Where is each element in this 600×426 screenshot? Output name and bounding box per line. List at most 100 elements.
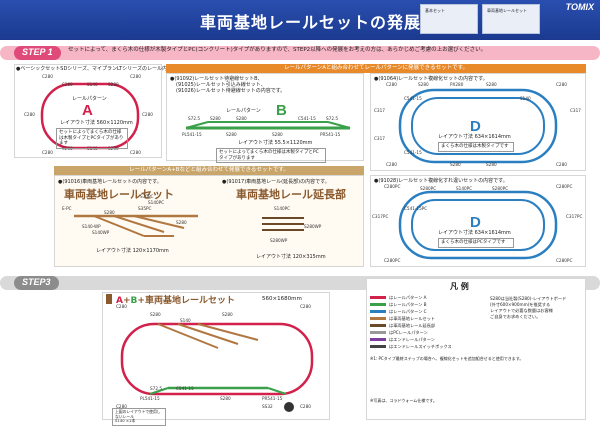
panel-c-left-desc: ●(91016)車両基地レールセットの内容です。 bbox=[58, 179, 162, 185]
label-c-1: S280 bbox=[104, 210, 115, 215]
legend-footnote-2: ※写真は、コラドウォーム仕様です。 bbox=[370, 398, 437, 403]
pattern-d1-size: レイアウト寸法 634×1614mm bbox=[438, 134, 511, 140]
pattern-d1-letter: D bbox=[470, 118, 481, 135]
panel-b-desc-2: (91025)レールセット引込み線セット、 bbox=[176, 82, 266, 88]
label-d2-0: C280PC bbox=[384, 184, 401, 189]
tomix-logo: TOMIX bbox=[565, 2, 594, 12]
label-d1-4: C280 bbox=[556, 82, 567, 87]
label-d1-2: PX280 bbox=[450, 82, 464, 87]
label-b-2: S280 bbox=[236, 116, 247, 121]
label-c-6: S35PC bbox=[138, 206, 152, 211]
label-s3-5: C280 bbox=[116, 404, 127, 409]
pattern-a-size: レイアウト寸法 560×1120mm bbox=[60, 120, 133, 126]
pattern-a-note: セットによってまくら木の仕様は木製タイプとPCタイプがあります bbox=[56, 128, 128, 149]
rail-pattern-d1-diagram bbox=[398, 88, 558, 164]
pattern-d2-note: まくら木の仕様はPCタイプです bbox=[438, 238, 514, 248]
rail-pattern-b-diagram bbox=[185, 121, 351, 130]
label-d1-3: S280 bbox=[486, 82, 497, 87]
pattern-b-label: レールパターン bbox=[226, 108, 261, 114]
label-b-5: PL541-15 bbox=[182, 132, 202, 137]
label-d1-13: S280 bbox=[450, 162, 461, 167]
label-s3-6: S72.5 bbox=[150, 386, 162, 391]
label-a-9: S140 bbox=[87, 146, 98, 151]
depot-ext-size: レイアウト寸法 120×315mm bbox=[256, 254, 326, 260]
legend-panel bbox=[366, 278, 586, 420]
label-c-r0: S140PC bbox=[274, 206, 291, 211]
label-a-11: C280 bbox=[130, 150, 141, 155]
page-title: 車両基地レールセットの発展例 bbox=[200, 13, 439, 32]
step3-layout-diagram bbox=[120, 322, 314, 396]
label-b-6: S280 bbox=[226, 132, 237, 137]
label-d1-1: S280 bbox=[418, 82, 429, 87]
label-s3-11: C280 bbox=[300, 404, 311, 409]
legend-row-c: はレールパターン C bbox=[370, 308, 490, 315]
label-s3-8: PL541-15 bbox=[140, 396, 160, 401]
label-b-1: S280 bbox=[210, 116, 221, 121]
panel-combo-caption: レールパターンAと組み合わせてレールパターンに発展できるセットです。 bbox=[166, 64, 586, 73]
label-d1-0: C280 bbox=[386, 82, 397, 87]
step3-tag: STEP3 bbox=[14, 276, 59, 290]
label-d2-3: S280PC bbox=[492, 186, 509, 191]
legend-row-pc: はPCレールパターン bbox=[370, 329, 490, 336]
step3-size: 560×1680mm bbox=[262, 296, 302, 302]
label-b-4: S72.5 bbox=[326, 116, 338, 121]
label-c-3: S140WP bbox=[92, 230, 110, 235]
label-d2-1: S280PC bbox=[420, 186, 437, 191]
pattern-d2-size: レイアウト寸法 634×1614mm bbox=[438, 230, 511, 236]
depot-diagram bbox=[74, 214, 198, 237]
switch-box-icon bbox=[284, 402, 294, 412]
legend-footnote-1: ※1: PCタイプ最終ステップの場合へ、複線化セットを追加組合せると使用できます… bbox=[370, 356, 524, 361]
label-d2-6: C541-15PC bbox=[404, 206, 428, 211]
label-s3-0: C280 bbox=[116, 304, 127, 309]
legend-row-a: はレールパターン A bbox=[370, 294, 490, 301]
label-a-6: C280 bbox=[142, 112, 153, 117]
pattern-d1-note: まくら木の仕様は木製タイプです bbox=[438, 142, 514, 152]
label-a-10: S280 bbox=[108, 146, 119, 151]
label-a-0: C280 bbox=[42, 74, 53, 79]
product-box-basic: 基本セット bbox=[420, 4, 478, 34]
label-d1-9: C280 bbox=[386, 162, 397, 167]
label-d1-11: C541-15 bbox=[404, 150, 422, 155]
label-a-3: S280 bbox=[108, 82, 119, 87]
label-s3-2: S140 bbox=[180, 318, 191, 323]
label-a-2: S140 bbox=[87, 82, 98, 87]
pattern-b-letter: B bbox=[276, 102, 287, 119]
panel-d1-desc: ●(91064)レールセット複線化セットの内容です。 bbox=[374, 76, 488, 82]
label-d1-5: C317 bbox=[374, 108, 385, 113]
panel-d2-desc: ●(91028)レールセット複線化すれ違いセットの内容です。 bbox=[374, 178, 508, 184]
pattern-a-letter: A bbox=[82, 102, 93, 119]
panel-a-desc: ●ベーシックセットSDシリーズ、マイプランLTシリーズのレール内容です。 bbox=[16, 66, 187, 72]
pattern-a-label: レールパターン bbox=[72, 96, 107, 102]
label-d1-12: C317 bbox=[374, 136, 385, 141]
depot-ext-diagram bbox=[262, 217, 304, 231]
label-c-4: S70PC bbox=[140, 194, 154, 199]
legend-row-ext: は車両基地レール延長部 bbox=[370, 322, 490, 329]
pattern-b-size: レイアウト寸法 55.5×1120mm bbox=[238, 140, 313, 146]
step1-intro: セットによって、まくら木の仕様が木製タイプとPC(コンクリート)タイプがあります… bbox=[68, 47, 487, 53]
label-s3-3: S280 bbox=[222, 312, 233, 317]
label-b-7: S280 bbox=[272, 132, 283, 137]
depot-ext-title: 車両基地レール延長部 bbox=[236, 188, 346, 201]
label-c-7: S280 bbox=[176, 220, 187, 225]
label-c-5: S140PC bbox=[148, 200, 165, 205]
label-s3-7: C541-15 bbox=[176, 386, 194, 391]
label-b-8: PR541-15 bbox=[320, 132, 341, 137]
legend-title: 凡 例 bbox=[450, 282, 469, 291]
label-b-0: S72.5 bbox=[188, 116, 200, 121]
panel-c-right-desc: ●(91017)車両基地レール(延長部)の内容です。 bbox=[222, 179, 330, 185]
panel-b-desc-1: ●(91092)レールセット待避線セットB、 bbox=[170, 76, 263, 82]
label-s3-10: PR541-15 bbox=[262, 396, 283, 401]
label-c-r2: S280WP bbox=[270, 238, 288, 243]
label-d2-9: C280PC bbox=[556, 258, 573, 263]
label-a-8: S280 bbox=[62, 146, 73, 151]
depot-set-size: レイアウト寸法 120×1170mm bbox=[96, 248, 169, 254]
label-a-1: S280 bbox=[62, 82, 73, 87]
label-d2-8: C280PC bbox=[384, 258, 401, 263]
product-box-depot: 車両基地レールセット bbox=[482, 4, 540, 34]
step3-title-marker bbox=[106, 294, 112, 304]
panel-d2 bbox=[370, 175, 586, 267]
depot-set-title: 車両基地レールセット bbox=[64, 188, 174, 201]
pattern-b-note: セットによってまくら木の仕様は木製タイプとPCタイプがあります bbox=[216, 148, 326, 163]
label-d2-2: S140PC bbox=[456, 186, 473, 191]
